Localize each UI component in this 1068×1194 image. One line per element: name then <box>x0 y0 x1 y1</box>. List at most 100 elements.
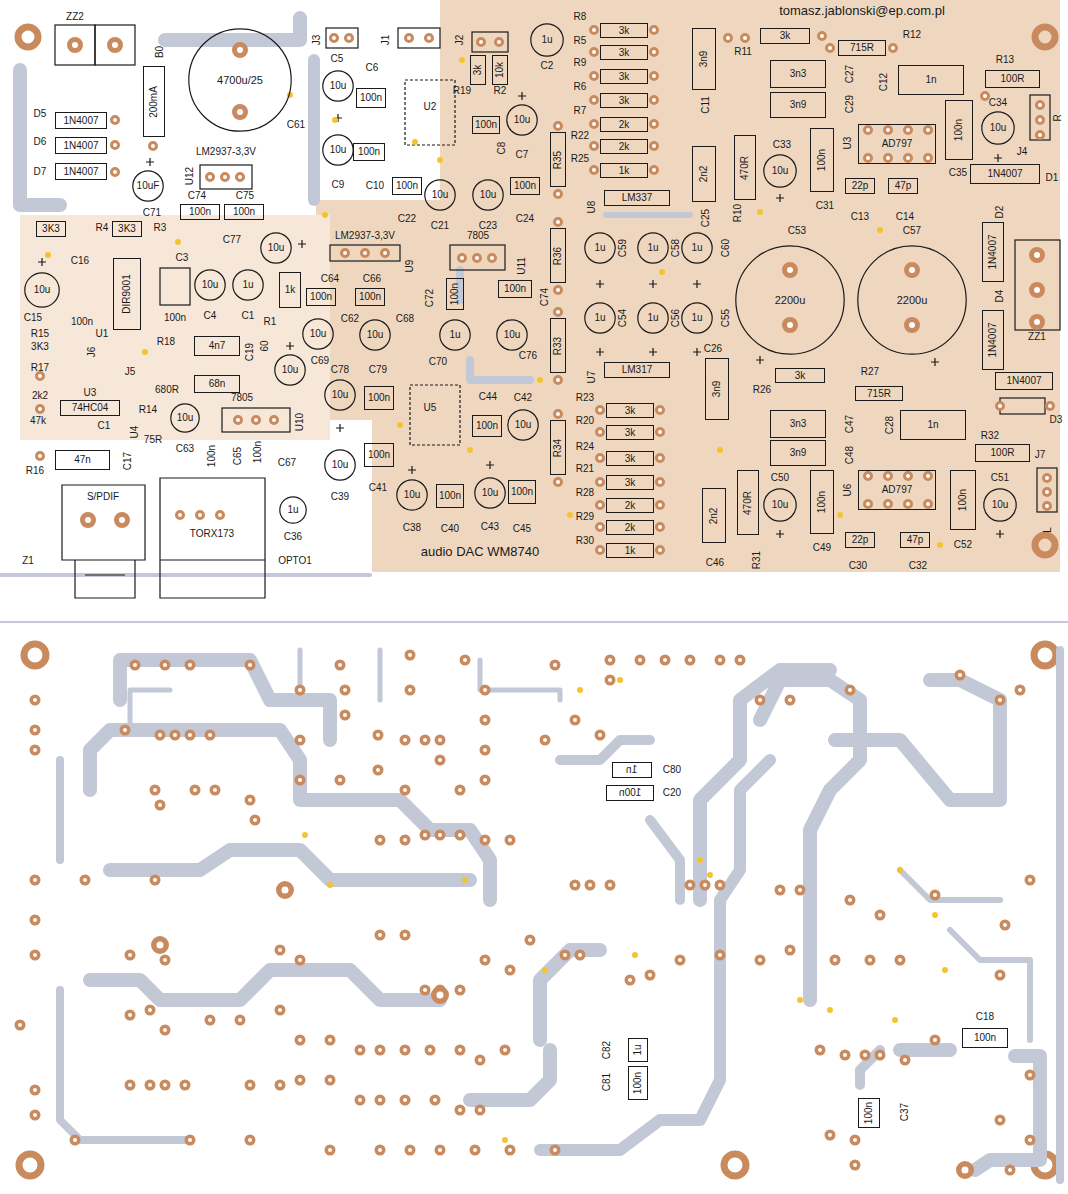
component-value: 100R <box>991 447 1015 459</box>
silkscreen-label: C30 <box>849 560 867 572</box>
component-value: 3K3 <box>118 223 136 235</box>
capacitor-circle <box>473 180 503 210</box>
capacitor-circle <box>189 29 291 131</box>
component-value: 2200u <box>775 294 806 306</box>
silkscreen-label: 100n <box>252 441 264 463</box>
component-value: 100n <box>368 449 390 461</box>
capacitor-body: 2200u <box>735 245 845 355</box>
silkscreen-label: 2k2 <box>32 390 48 402</box>
capacitor-body: 1u <box>681 302 713 334</box>
component-body: 100n <box>306 288 336 306</box>
component-body: AD797 <box>858 470 936 510</box>
capacitor-body: 4700u/25 <box>188 28 292 132</box>
component-body: 715R <box>838 40 886 56</box>
component-body: DIR9001 <box>113 258 141 330</box>
silkscreen-label: C10 <box>366 180 384 192</box>
component-body: 1N4007 <box>995 372 1053 390</box>
silkscreen-label: C19 <box>244 343 256 361</box>
component-body: 3k <box>775 368 825 383</box>
silkscreen-label: D5 <box>34 108 47 120</box>
component-body: 100n <box>356 88 386 108</box>
silkscreen-label: S/PDIF <box>87 491 119 503</box>
component-body: 3k <box>600 69 648 84</box>
component-value: 1u <box>449 329 460 341</box>
silkscreen-label: R8 <box>574 11 587 23</box>
silkscreen-label: TORX173 <box>190 528 234 540</box>
capacitor-body: 10u <box>194 269 226 301</box>
silkscreen-label: R25 <box>571 153 589 165</box>
component-value: 100n <box>953 119 965 141</box>
capacitor-circle <box>858 246 966 354</box>
copper-pour <box>20 215 330 440</box>
capacitor-body: 10u <box>322 134 354 166</box>
component-body: 100n <box>962 1028 1008 1048</box>
capacitor-circle <box>425 180 455 210</box>
capacitor-body: 10u <box>302 318 334 350</box>
silkscreen-label: C70 <box>429 356 447 368</box>
component-value: 100n <box>816 491 828 513</box>
capacitor-circle <box>475 478 505 508</box>
silkscreen-label: L <box>1042 527 1054 533</box>
component-body: 1N4007 <box>55 137 107 154</box>
component-body: 1N4007 <box>55 112 107 129</box>
component-body: 1k <box>606 543 654 558</box>
component-value: R34 <box>552 438 564 456</box>
capacitor-circle <box>280 497 306 523</box>
silkscreen-label: U3 <box>842 137 854 150</box>
silkscreen-label: R <box>1052 114 1064 121</box>
silkscreen-label: R21 <box>576 463 594 475</box>
component-body: 3K3 <box>112 221 142 237</box>
component-body: 1N4007 <box>982 310 1004 370</box>
component-body: 47n <box>55 450 110 470</box>
silkscreen-label: U7 <box>586 371 598 384</box>
component-value: 1n <box>927 419 938 431</box>
silkscreen-label: C67 <box>278 457 296 469</box>
component-value: 47p <box>907 534 924 546</box>
silkscreen-label: 680R <box>155 384 179 396</box>
silkscreen-label: R22 <box>571 130 589 142</box>
silkscreen-label: OPTO1 <box>278 555 312 567</box>
component-value: 100n <box>504 283 526 295</box>
silkscreen-label: C7 <box>516 149 529 161</box>
component-value: 10u <box>514 114 531 126</box>
silkscreen-label: C54 <box>617 309 629 327</box>
component-value: 1k <box>625 545 636 557</box>
component-body: 100n <box>472 116 500 134</box>
silkscreen-label: R3 <box>154 222 167 234</box>
component-value: 10u <box>515 419 532 431</box>
component-body: 100R <box>985 70 1040 88</box>
capacitor-body: 10u <box>424 179 456 211</box>
silkscreen-label: R11 <box>734 46 752 58</box>
silkscreen-label: 100n <box>71 316 93 328</box>
capacitor-body: 1u <box>232 269 264 301</box>
copper-pour <box>316 0 1060 572</box>
silkscreen-label: C65 <box>232 447 244 465</box>
component-body: 2n2 <box>702 488 726 543</box>
component-value: 2200u <box>897 294 928 306</box>
component-value: AD797 <box>882 138 913 150</box>
silkscreen-label: C25 <box>700 209 712 227</box>
mounting-hole <box>18 27 1056 1176</box>
silkscreen-label: ZZ1 <box>1028 331 1046 343</box>
silkscreen-label: C48 <box>844 446 856 464</box>
capacitor-body: 10u <box>983 488 1017 522</box>
silkscreen-label: R18 <box>157 336 175 348</box>
component-value: 22p <box>852 180 869 192</box>
capacitor-body: 10u <box>506 104 538 136</box>
component-value: 1u <box>632 1044 644 1055</box>
component-body: 47p <box>900 532 930 548</box>
component-value: 1N4007 <box>63 140 98 152</box>
component-value: 1u <box>541 34 552 46</box>
component-value: 3k <box>472 65 484 76</box>
silkscreen-label: C43 <box>481 521 499 533</box>
silkscreen-label: C78 <box>331 364 349 376</box>
component-body: 3k <box>606 425 654 440</box>
silkscreen-label: R7 <box>574 105 587 117</box>
silkscreen-label: R19 <box>453 85 471 97</box>
silkscreen-label: B0 <box>154 46 166 58</box>
silkscreen-label: C21 <box>431 220 449 232</box>
component-value: 4n7 <box>209 340 226 352</box>
component-body: 100n <box>508 480 536 504</box>
capacitor-circle <box>982 112 1014 144</box>
silkscreen-label: U12 <box>184 167 196 185</box>
